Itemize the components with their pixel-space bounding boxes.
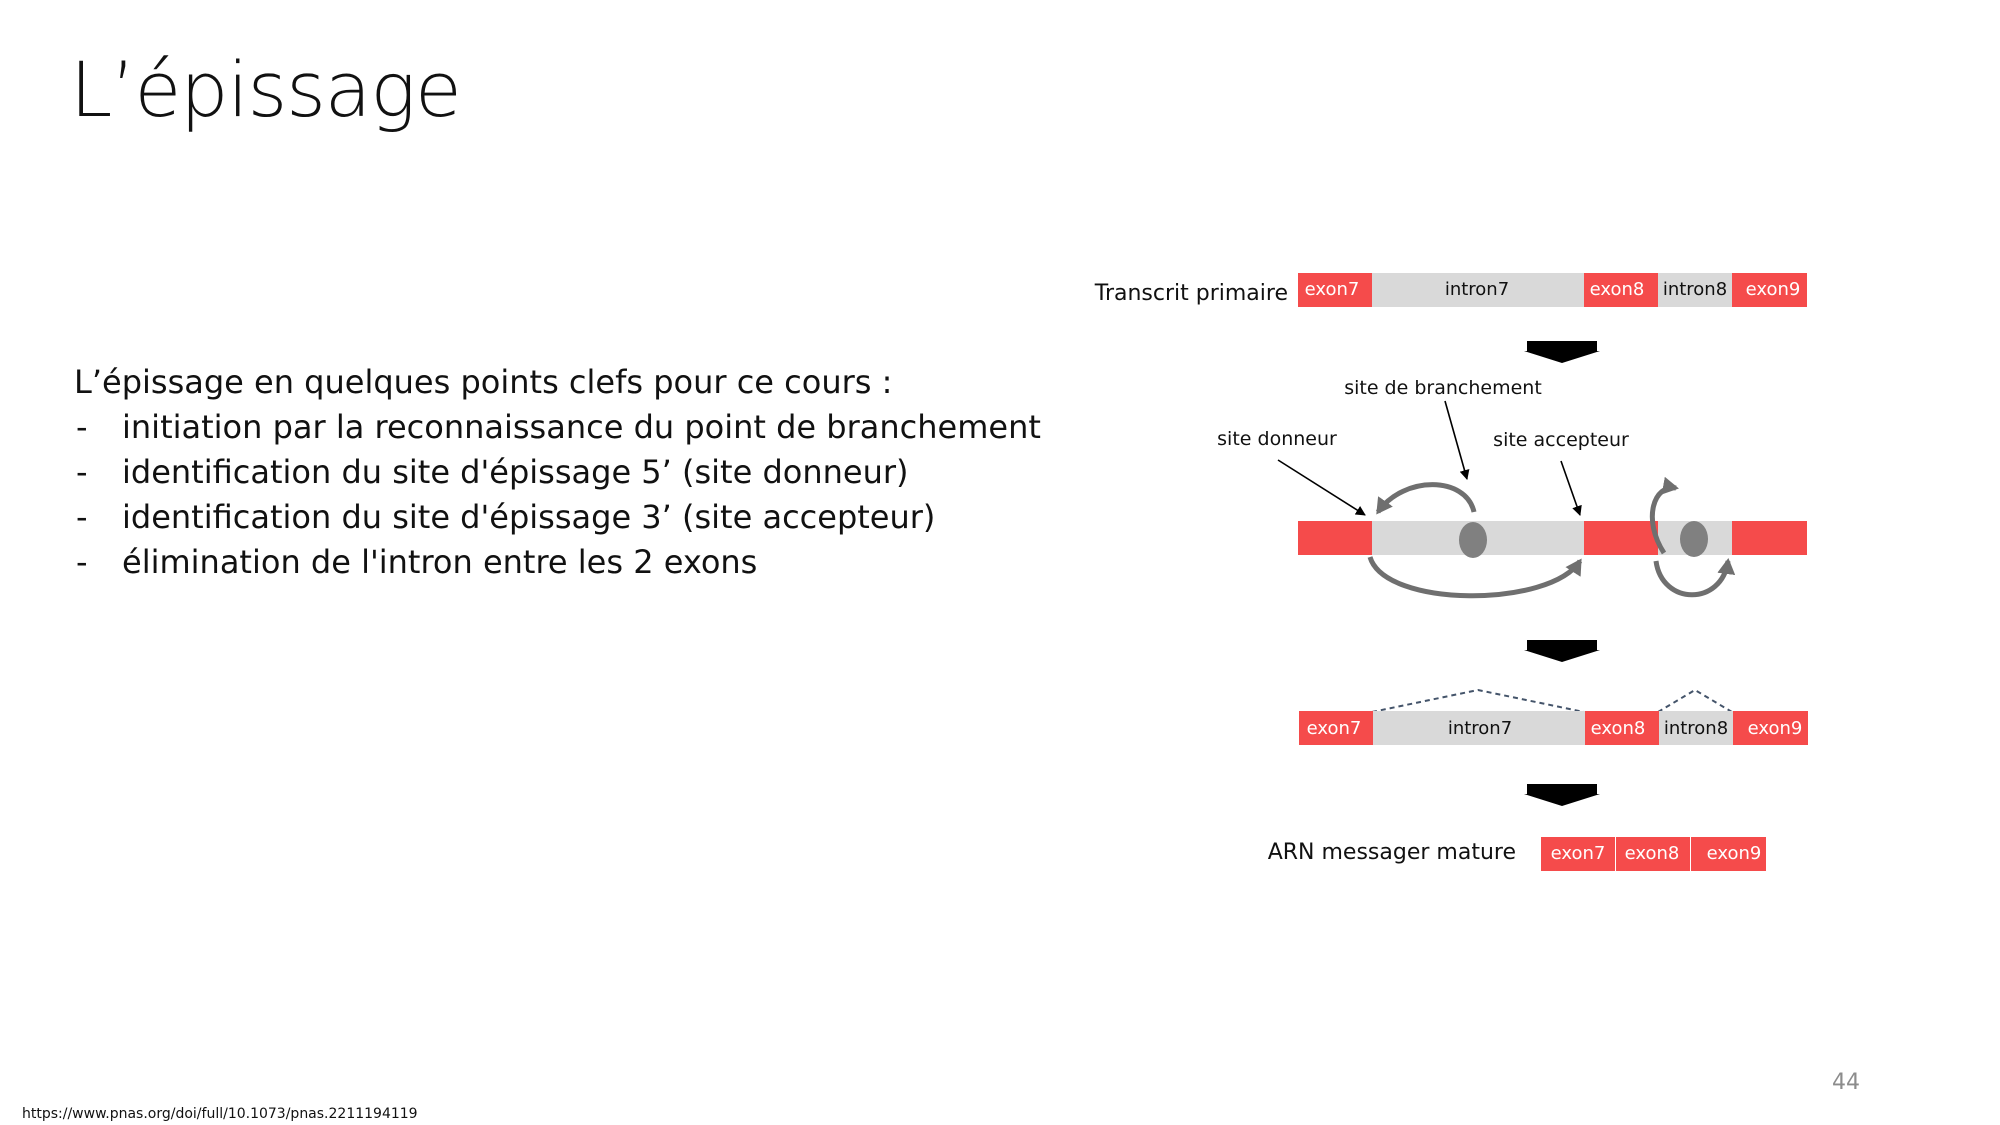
exon-segment [1584,273,1658,307]
intron-label: intron8 [1663,279,1727,300]
loop-arrow-icon [1653,558,1736,598]
down-arrow-icon [1524,640,1600,662]
page-number: 44 [1832,1070,1860,1095]
exon-segment [1691,837,1766,871]
exon-segment [1616,837,1690,871]
exon-label: exon7 [1551,843,1606,864]
down-arrow-icon [1524,784,1600,806]
primary-transcript-bar: exon7 intron7 exon8 intron8 exon9 [1298,273,1807,307]
body-text: L’épissage en quelques points clefs pour… [74,360,1041,585]
bullet-item: -initiation par la reconnaissance du poi… [74,405,1041,450]
intron-segment [1658,273,1732,307]
bullet-item: -identification du site d'épissage 5’ (s… [74,450,1041,495]
exon-label: exon8 [1591,718,1646,739]
bullet-text: identification du site d'épissage 5’ (si… [122,453,909,491]
acceptor-site-pointer [1560,460,1582,516]
pre-mrna-bar [1298,521,1807,555]
key-points-list: -initiation par la reconnaissance du poi… [74,405,1041,585]
intron-label: intron7 [1445,279,1509,300]
bullet-dash: - [76,543,88,581]
donor-site-pointer [1277,459,1366,516]
down-arrow-icon [1524,341,1600,363]
slide-title: L’épissage [70,45,462,134]
loop-arrow-icon [1649,476,1679,555]
exon-segment [1299,711,1373,745]
intron-label: intron7 [1448,718,1512,739]
intron-segment [1372,273,1584,307]
branch-point-icon [1680,521,1708,557]
bullet-dash: - [76,408,88,446]
intron-segment [1373,711,1585,745]
exon-segment [1732,521,1807,555]
mature-mrna-bar: exon7 exon8 exon9 [1541,837,1766,871]
exon-label: exon9 [1748,718,1803,739]
intron-label: intron8 [1664,718,1728,739]
bullet-text: identification du site d'épissage 3’ (si… [122,498,936,536]
donor-site-label: site donneur [1217,428,1337,450]
primary-transcript-label: Transcrit primaire [1094,281,1288,306]
bullet-text: élimination de l'intron entre les 2 exon… [122,543,758,581]
intro-line: L’épissage en quelques points clefs pour… [74,363,893,401]
mature-mrna-label: ARN messager mature [1268,840,1516,865]
exon-segment [1298,273,1372,307]
loop-arrow-icon [1375,482,1477,515]
exon-segment [1733,711,1808,745]
acceptor-site-label: site accepteur [1493,429,1629,451]
loop-arrow-icon [1367,556,1583,599]
bullet-item: -élimination de l'intron entre les 2 exo… [74,540,1041,585]
intron8-excision-line [1657,688,1733,713]
exon-segment [1298,521,1372,555]
bullet-text: initiation par la reconnaissance du poin… [122,408,1041,446]
exon-label: exon8 [1625,843,1680,864]
intron7-excision-line [1371,688,1585,713]
exon-segment [1584,521,1658,555]
branch-site-pointer [1444,400,1470,480]
bullet-dash: - [76,498,88,536]
exon-segment [1541,837,1615,871]
branch-site-label: site de branchement [1344,377,1542,399]
spliced-transcript-bar: exon7 intron7 exon8 intron8 exon9 [1299,711,1808,745]
branch-point-icon [1459,522,1487,558]
intron-segment [1659,711,1733,745]
bullet-dash: - [76,453,88,491]
exon-segment [1585,711,1659,745]
exon-segment [1732,273,1807,307]
source-citation: https://www.pnas.org/doi/full/10.1073/pn… [22,1106,418,1122]
exon-label: exon9 [1746,279,1801,300]
exon-label: exon7 [1305,279,1360,300]
exon-label: exon8 [1590,279,1645,300]
exon-label: exon7 [1307,718,1362,739]
exon-label: exon9 [1707,843,1762,864]
bullet-item: -identification du site d'épissage 3’ (s… [74,495,1041,540]
